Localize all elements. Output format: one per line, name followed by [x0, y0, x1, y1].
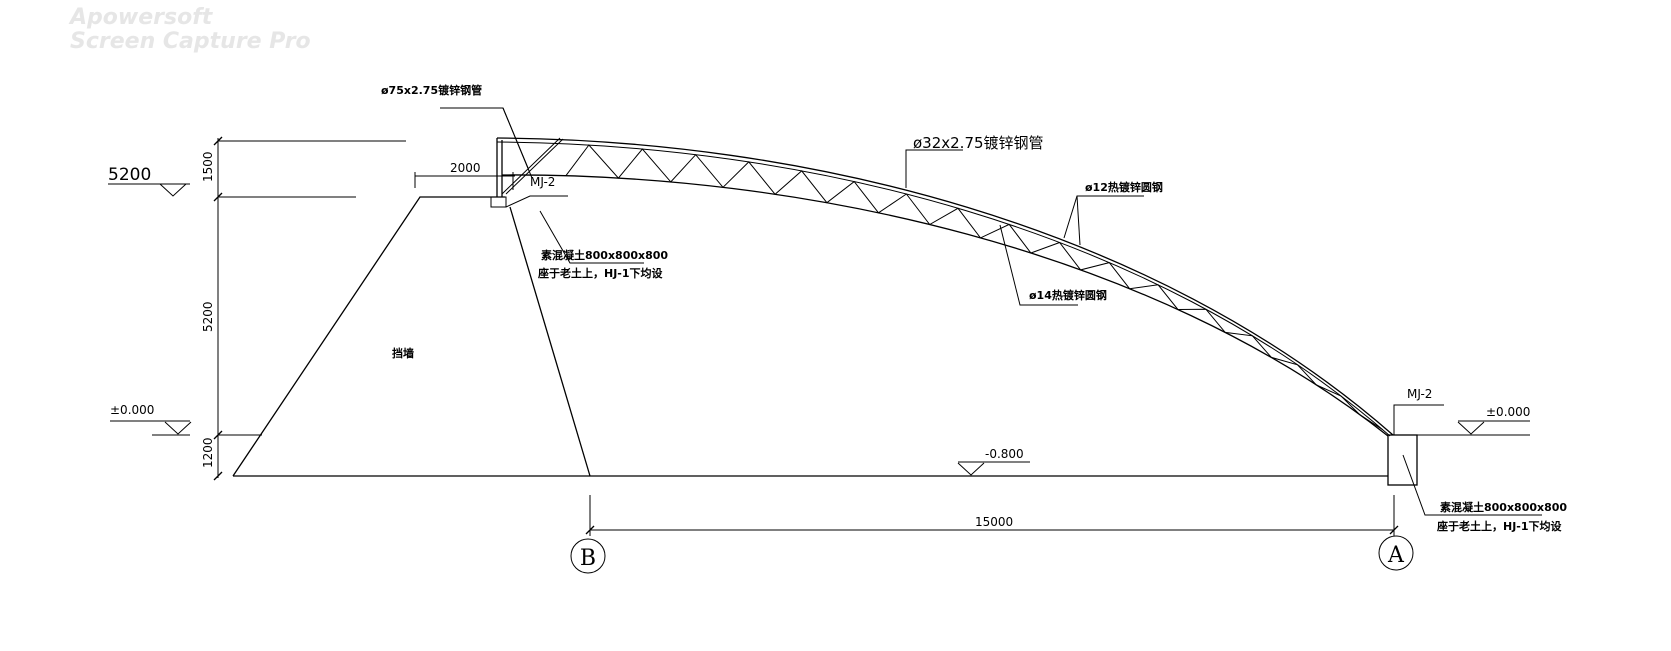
svg-text:ø75x2.75镀锌钢管: ø75x2.75镀锌钢管 [381, 83, 482, 97]
dim-1200: 1200 [201, 437, 215, 468]
elevation-triangle-icon [957, 462, 985, 476]
svg-text:B: B [580, 546, 596, 571]
retaining-wall-back [509, 206, 591, 477]
footing-right [1387, 434, 1418, 486]
elevation-5200: 5200 [108, 165, 190, 197]
dim-5200: 5200 [201, 301, 215, 332]
elevation-triangle-icon [1457, 421, 1485, 435]
svg-text:素混凝土800x800x800: 素混凝土800x800x800 [541, 248, 668, 262]
axis-bubble-b: B [570, 538, 606, 574]
svg-text:素混凝土800x800x800: 素混凝土800x800x800 [1440, 500, 1567, 514]
arch-top-chord-inner [496, 141, 1391, 437]
axis-bubble-a: A [1378, 535, 1414, 571]
label-footing-right: 素混凝土800x800x800 座于老土上，HJ-1下均设 [1402, 454, 1567, 533]
svg-text:±0.000: ±0.000 [1486, 405, 1530, 419]
svg-text:5200: 5200 [108, 165, 151, 185]
svg-text:座于老土上，HJ-1下均设: 座于老土上，HJ-1下均设 [537, 266, 664, 280]
label-pipe32: ø32x2.75镀锌钢管 [905, 134, 1044, 188]
arch-top-chord [496, 137, 1394, 436]
svg-text:ø14热镀锌圆钢: ø14热镀锌圆钢 [1029, 288, 1107, 302]
arch-bottom-chord [501, 174, 1389, 437]
elevation-zero-left: ±0.000 [110, 403, 192, 436]
label-pipe75: ø75x2.75镀锌钢管 [381, 83, 533, 179]
svg-text:Screen Capture Pro: Screen Capture Pro [70, 29, 311, 54]
svg-text:MJ-2: MJ-2 [530, 175, 555, 189]
dim-1500: 1500 [201, 151, 215, 182]
svg-text:座于老土上，HJ-1下均设: 座于老土上，HJ-1下均设 [1436, 519, 1563, 533]
label-rod12: ø12热镀锌圆钢 [1063, 180, 1163, 246]
svg-text:Apowersoft: Apowersoft [68, 5, 214, 30]
label-footing-left: 素混凝土800x800x800 座于老土上，HJ-1下均设 [537, 210, 668, 280]
label-rod14: ø14热镀锌圆钢 [999, 224, 1107, 306]
elevation-triangle-icon [159, 183, 187, 197]
elevation-triangle-icon [164, 421, 192, 435]
svg-text:A: A [1387, 543, 1405, 568]
label-mj-right: MJ-2 [1393, 387, 1444, 435]
footing-left [490, 196, 507, 208]
dim-15000: 15000 [585, 495, 1399, 536]
svg-text:ø12热镀锌圆钢: ø12热镀锌圆钢 [1085, 180, 1163, 194]
end-frame [490, 137, 564, 208]
svg-text:±0.000: ±0.000 [110, 403, 154, 417]
label-mj-left: MJ-2 [505, 175, 568, 208]
svg-text:ø32x2.75镀锌钢管: ø32x2.75镀锌钢管 [913, 134, 1044, 152]
retaining-wall-front [232, 196, 505, 477]
svg-text:2000: 2000 [450, 161, 481, 175]
elevation-minus-0800: -0.800 [957, 447, 1030, 476]
elevation-zero-right: ±0.000 [1393, 405, 1530, 436]
svg-text:15000: 15000 [975, 515, 1013, 529]
dim-2000: 2000 [414, 161, 515, 190]
svg-text:-0.800: -0.800 [985, 447, 1024, 461]
retaining-wall-label: 挡墙 [392, 346, 414, 360]
arch-web-members [565, 144, 1383, 431]
svg-text:MJ-2: MJ-2 [1407, 387, 1432, 401]
watermark: Apowersoft Screen Capture Pro [68, 5, 311, 54]
dimension-tick-marks [213, 136, 223, 481]
web-zigzag [565, 144, 1383, 431]
